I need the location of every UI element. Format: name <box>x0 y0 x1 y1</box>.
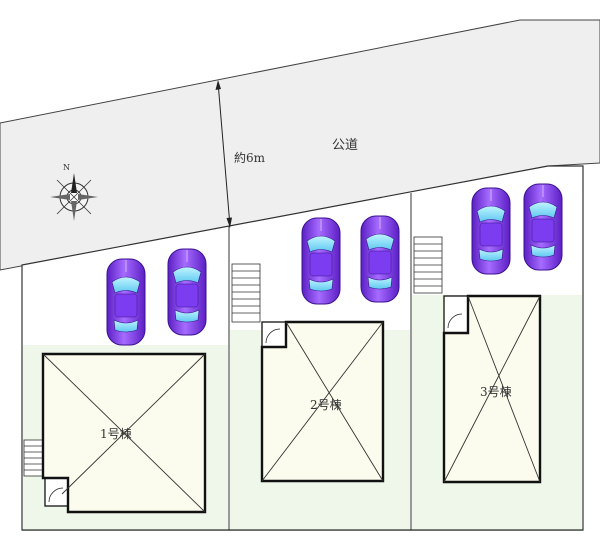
dimension-arrow-bottom <box>226 217 232 228</box>
road-width-label: 約6m <box>234 150 266 165</box>
stairs-lot-1 <box>23 439 45 477</box>
car-icon <box>360 215 400 303</box>
compass-rose-icon: N <box>50 163 98 221</box>
road-width-dimension-line <box>217 81 231 227</box>
public-road <box>0 19 600 271</box>
entrance-lot-3 <box>443 295 469 334</box>
stairs-lot-2 <box>231 263 261 323</box>
compass-north-label: N <box>63 163 70 172</box>
road-label: 公道 <box>332 138 358 153</box>
car-icon <box>106 258 146 346</box>
building-1: 1号棟 <box>41 352 207 514</box>
car-icon <box>301 217 341 305</box>
building-2-label: 2号棟 <box>310 397 342 412</box>
car-icon <box>471 187 511 275</box>
stairs-lot-3 <box>413 236 443 294</box>
car-icon <box>167 248 207 336</box>
entrance-lot-2 <box>261 321 287 348</box>
car-icon <box>523 183 563 271</box>
building-3: 3号棟 <box>442 294 542 484</box>
dimension-arrow-top <box>215 80 221 90</box>
building-2: 2号棟 <box>260 320 385 483</box>
building-1-label: 1号棟 <box>100 426 132 441</box>
building-3-label: 3号棟 <box>480 384 512 399</box>
